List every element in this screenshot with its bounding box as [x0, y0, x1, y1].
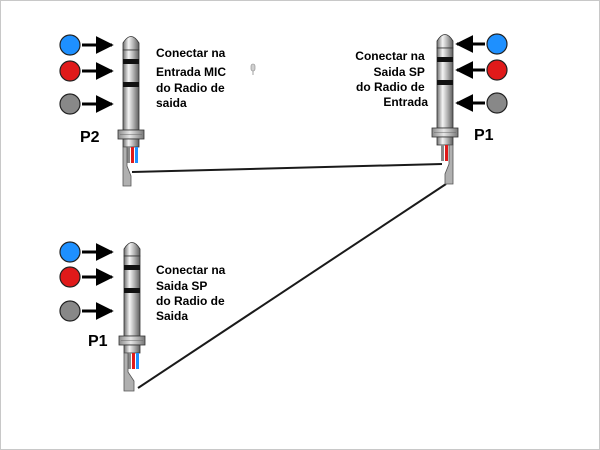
plug-band: [123, 59, 139, 64]
plug-instructions: Conectar na Saida SP do Radio de Saida: [156, 263, 229, 323]
contact-ring: [455, 59, 508, 81]
plug-instructions: Conectar na Saida SP do Radio de Entrada: [355, 49, 428, 109]
plug-band: [123, 82, 139, 87]
wire-sleeve: [127, 147, 130, 163]
contact-tip: [455, 33, 508, 55]
plug-top-right: P1 Conectar na Saida SP do Radio de Entr…: [355, 33, 508, 185]
cable-boot: [123, 352, 135, 392]
tip-dot: [59, 34, 81, 56]
jack-plug: [431, 34, 459, 185]
contact-sleeve: [455, 92, 508, 114]
cable-boot: [444, 144, 454, 185]
contact-sleeve: [59, 93, 114, 115]
plug-name: P1: [474, 127, 494, 144]
plug-band: [124, 288, 140, 293]
plug-band: [437, 80, 453, 85]
wire-sleeve: [128, 353, 131, 369]
wire-ring: [445, 145, 448, 161]
tip-dot: [59, 241, 81, 263]
sleeve-dot: [59, 300, 81, 322]
contact-ring: [59, 266, 114, 288]
ring-dot: [486, 59, 508, 81]
sleeve-dot: [59, 93, 81, 115]
wire-ring: [131, 147, 134, 163]
contact-sleeve: [59, 300, 114, 322]
cable-boot: [122, 146, 132, 187]
plug-name: P2: [80, 129, 100, 146]
wire-ring: [132, 353, 135, 369]
tip-dot: [486, 33, 508, 55]
contact-ring: [59, 60, 114, 82]
plug-band: [124, 265, 140, 270]
cable-diagonal: [137, 183, 447, 389]
cable-top: [131, 163, 443, 173]
plug-bottom-left: P1 Conectar na Saida SP do Radio de Said…: [59, 241, 229, 392]
ring-dot: [59, 266, 81, 288]
plug-band: [437, 57, 453, 62]
ring-dot: [59, 60, 81, 82]
wire-tip: [135, 147, 138, 163]
sleeve-dot: [486, 92, 508, 114]
microphone-icon: [250, 63, 256, 75]
plug-instructions: Conectar na Entrada MIC do Radio de said…: [156, 46, 229, 110]
wire-tip: [136, 353, 139, 369]
jack-plug: [117, 36, 145, 187]
plug-name: P1: [88, 333, 108, 350]
plug-top-left: P2 Conectar na Entrada MIC do Radio de s…: [59, 34, 256, 187]
contact-tip: [59, 241, 114, 263]
wire-sleeve: [441, 145, 444, 161]
contact-tip: [59, 34, 114, 56]
jack-plug: [118, 242, 146, 392]
